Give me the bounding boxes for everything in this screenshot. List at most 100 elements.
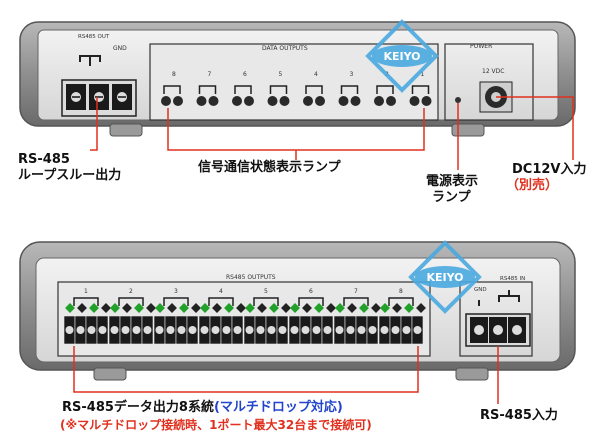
terminal-screw (402, 326, 411, 334)
rs485-in-frame (459, 281, 533, 357)
label-rs485-out: RS485 OUT (78, 34, 110, 40)
indicator-marker (302, 303, 312, 313)
status-led (303, 96, 313, 106)
led-number: 1 (421, 71, 425, 78)
output-group: 3 (153, 288, 201, 345)
callout-rs485-input: RS-485入力 (480, 408, 558, 423)
led-bracket (411, 85, 430, 94)
output-group: 5 (243, 288, 291, 345)
label-rs485-outputs: RS485 OUTPUTS (226, 274, 276, 281)
led-number: 3 (350, 71, 354, 78)
led-bracket (198, 85, 217, 94)
led-number: 7 (208, 71, 212, 78)
terminal-screw (335, 326, 344, 334)
indicator-marker (326, 303, 336, 313)
terminal-screw (312, 326, 321, 334)
label-gnd: GND (113, 45, 127, 52)
status-led-pair: 1 (409, 71, 432, 106)
indicator-marker (191, 303, 201, 313)
terminal-screw (357, 326, 366, 334)
indicator-marker (245, 303, 255, 313)
terminal-screws-top (66, 84, 132, 110)
group-number: 3 (174, 288, 178, 295)
status-led (173, 96, 183, 106)
terminal-screw (110, 326, 119, 334)
callout-power-lamp-line2: ランプ (432, 190, 471, 205)
led-bracket (163, 85, 181, 94)
label-12vdc: 12 VDC (482, 68, 504, 75)
status-led-pair: 4 (303, 71, 325, 106)
group-bracket (208, 297, 234, 306)
indicator-marker (146, 303, 156, 313)
led-bracket (340, 85, 359, 94)
group-number: 4 (219, 288, 223, 295)
status-led (409, 96, 420, 106)
indicator-marker (416, 303, 426, 313)
label-data-outputs: DATA OUTPUTS (262, 45, 308, 52)
terminal-screw (188, 326, 197, 334)
status-led (232, 96, 242, 106)
led-bracket (234, 85, 252, 94)
status-led-pair: 7 (196, 71, 219, 106)
status-led (161, 96, 171, 106)
group-number: 2 (129, 288, 133, 295)
terminal-screw (155, 326, 164, 334)
terminal-screw (98, 326, 107, 334)
foot (455, 367, 489, 381)
logo-text: KEIYO (426, 271, 463, 284)
indicator-marker (200, 303, 210, 313)
keiyo-logo: KEIYO (365, 19, 439, 93)
led-number: 5 (279, 71, 283, 78)
indicator-marker (236, 303, 246, 313)
indicator-marker (392, 303, 402, 313)
terminal-screw (368, 326, 377, 334)
status-led (196, 96, 207, 106)
indicator-marker (314, 303, 324, 313)
logo-text: KEIYO (383, 50, 420, 63)
label-gnd-bottom: GND (474, 287, 487, 293)
foot (451, 123, 485, 137)
indicator-marker (224, 303, 234, 313)
led-bracket (269, 85, 288, 94)
status-led (244, 96, 254, 106)
terminal-screw (87, 326, 96, 334)
indicator-marker (335, 303, 345, 313)
output-group: 8 (378, 288, 426, 345)
callout-dc12v-line1: DC12V入力 (512, 162, 587, 177)
group-number: 8 (399, 288, 403, 295)
indicator-marker (281, 303, 291, 313)
terminal-screw (413, 326, 422, 334)
led-bracket (305, 85, 323, 94)
callout-multidrop-note: (※マルチドロップ接続時、1ポート最大32台まで接続可) (60, 418, 372, 432)
indicator-marker (347, 303, 357, 313)
indicator-marker (380, 303, 390, 313)
terminal-screw (222, 326, 231, 334)
leader-dc12v (496, 96, 574, 160)
terminal-screw (380, 326, 389, 334)
terminal-screw (143, 326, 152, 334)
indicator-marker (290, 303, 300, 313)
terminal-screw (278, 326, 287, 334)
callout-rs485-loop-line1: RS-485 (18, 152, 70, 167)
power-frame (444, 43, 534, 121)
indicator-marker (359, 303, 369, 313)
terminal-screw (76, 326, 85, 334)
group-bracket (73, 297, 99, 306)
indicator-marker (212, 303, 222, 313)
status-led (315, 96, 325, 106)
foot (109, 123, 143, 137)
terminal-screw (132, 326, 141, 334)
wiring-mark (79, 55, 101, 66)
callout-power-lamp-line1: 電源表示 (426, 174, 479, 189)
indicator-marker (134, 303, 144, 313)
callout-rs485-data-out-main: RS-485データ出力8系統 (62, 400, 214, 415)
status-led (421, 96, 432, 106)
wiring-mark (498, 290, 520, 302)
led-number: 6 (243, 71, 247, 78)
label-power: POWER (470, 43, 492, 50)
terminal-screw (323, 326, 332, 334)
terminal-screw (233, 326, 242, 334)
